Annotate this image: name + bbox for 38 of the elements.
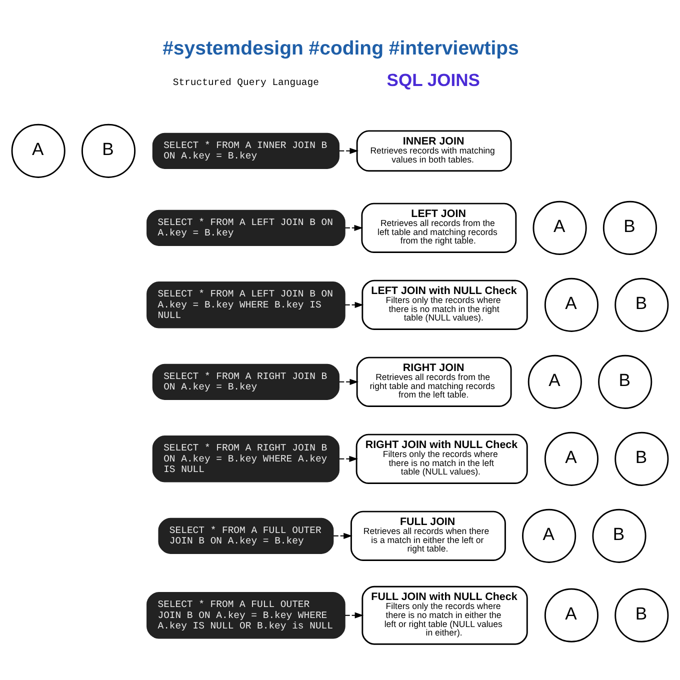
arrow: [344, 224, 364, 231]
node-box: SELECT * FROM A LEFT JOIN B ON A.key = B.key WHERE B.key IS NULL: [146, 282, 346, 328]
diagram-title: #systemdesign #coding #interviewtips: [162, 37, 519, 60]
node-circle: B: [81, 124, 136, 178]
node-circle: B: [614, 432, 669, 486]
node-circle: B: [598, 354, 652, 409]
node-circle: B: [592, 508, 646, 563]
node-box: RIGHT JOIN Retrieves all records from the right table and matching records from the left table.: [356, 356, 512, 407]
node-circle: B: [614, 588, 669, 642]
arrow: [344, 612, 364, 618]
node-box: FULL JOIN Retrieves all records when there is a match in either the left or right table.: [350, 510, 506, 561]
arrow: [344, 302, 364, 308]
node-circle: A: [522, 508, 576, 563]
arrow: [333, 532, 352, 539]
node-box: INNER JOIN Retrieves records with matching values in both tables.: [356, 130, 512, 172]
arrow: [338, 148, 359, 154]
arrow: [338, 378, 359, 385]
label: Structured Query Language: [172, 77, 319, 88]
node-circle: A: [528, 354, 582, 409]
node-box: LEFT JOIN Retrieves all records from the left table and matching records from the right table.: [361, 202, 517, 253]
node-box: SELECT * FROM A FULL OUTER JOIN B ON A.key = B.key WHERE A.key IS NULL OR B.key is NULL: [146, 592, 346, 639]
node-circle: A: [11, 124, 66, 178]
label: SQL JOINS: [386, 70, 480, 90]
node-circle: A: [544, 588, 599, 642]
node-circle: B: [614, 278, 669, 332]
node-box: FULL JOIN with NULL Check Filters only the records where there is no match in either the left or right table (NULL values in either).: [362, 586, 528, 645]
node-box: SELECT * FROM A RIGHT JOIN B ON A.key = B.key WHERE A.key IS NULL: [152, 436, 340, 482]
node-circle: A: [544, 278, 599, 332]
node-circle: B: [602, 200, 658, 255]
node-circle: A: [532, 200, 587, 255]
node-box: SELECT * FROM A INNER JOIN B ON A.key = B.key: [152, 132, 340, 169]
node-box: SELECT * FROM A RIGHT JOIN B ON A.key = B.key: [152, 364, 340, 400]
node-circle: A: [544, 432, 599, 486]
node-box: SELECT * FROM A LEFT JOIN B ON A.key = B.key: [146, 210, 346, 246]
node-box: LEFT JOIN with NULL Check Filters only the records where there is no match in the right table (NULL values).: [362, 280, 528, 330]
arrow: [338, 456, 358, 462]
node-box: RIGHT JOIN with NULL Check Filters only the records where there is no match in the left table (NULL values).: [356, 434, 528, 484]
node-box: SELECT * FROM A FULL OUTER JOIN B ON A.key = B.key: [158, 518, 334, 554]
